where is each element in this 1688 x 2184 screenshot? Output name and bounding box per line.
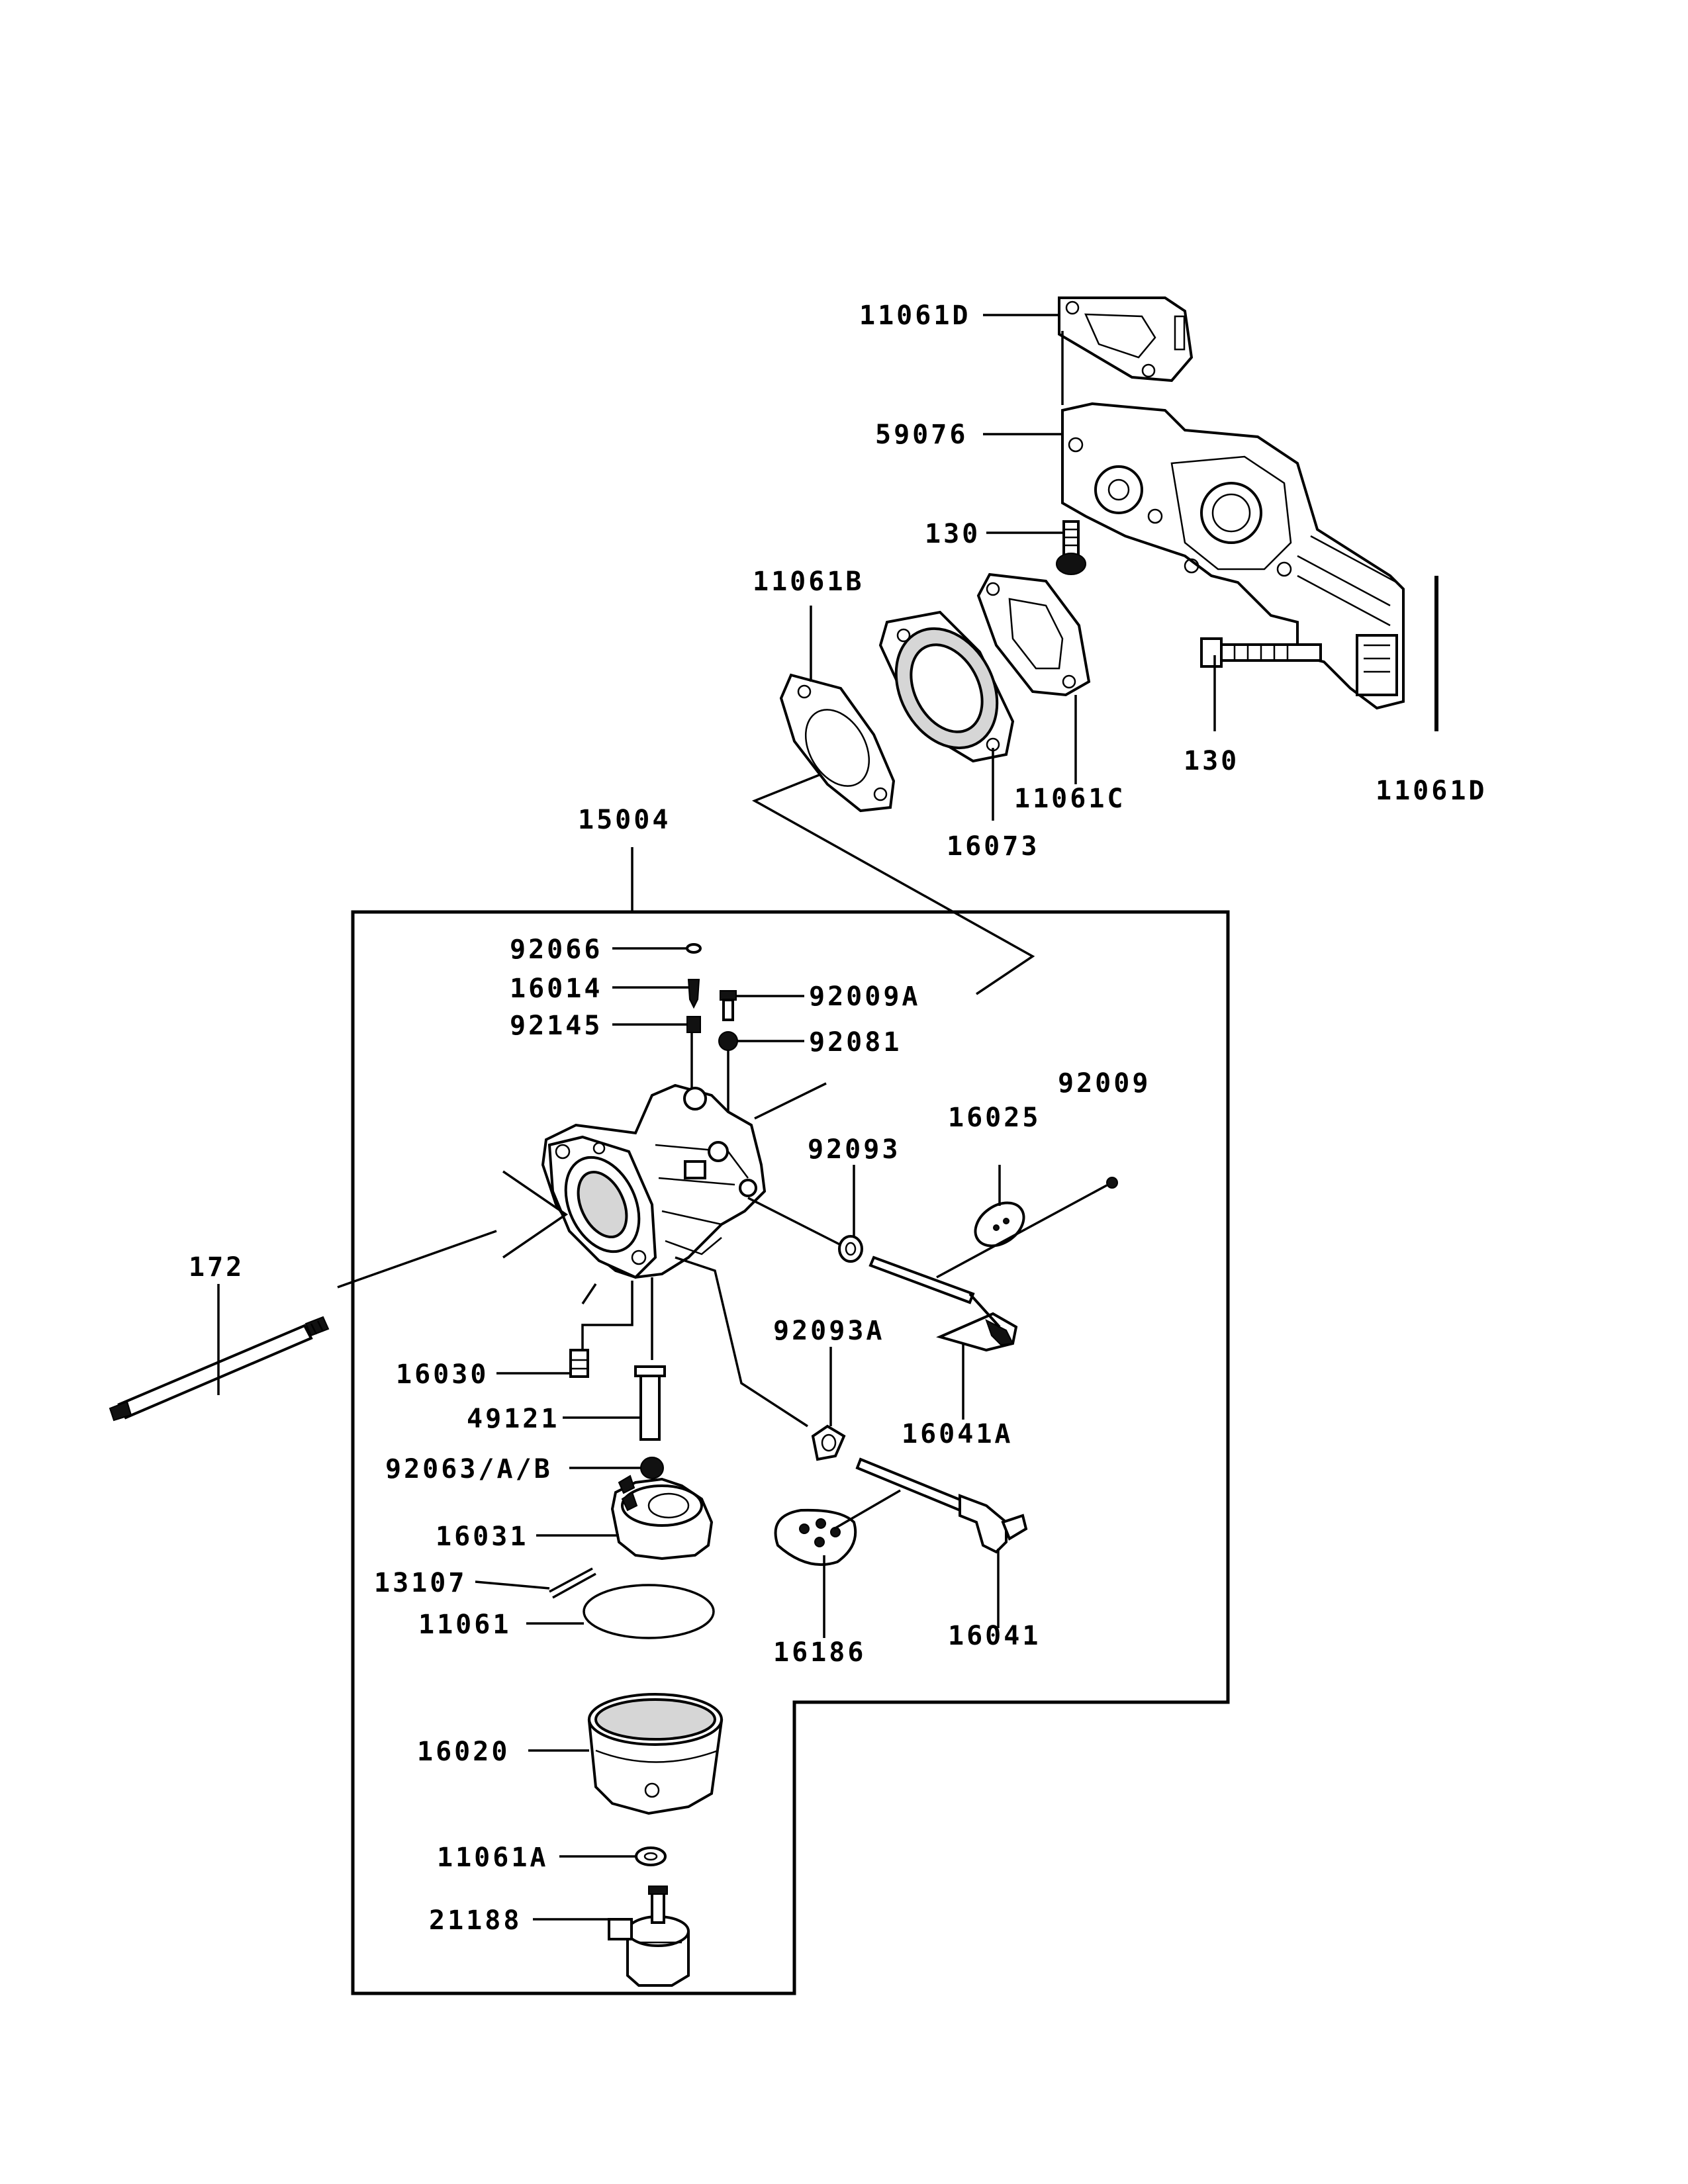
float-16031 bbox=[610, 1475, 714, 1561]
part-labels: 11061D 59076 130 11061B 130 11061C 11061… bbox=[189, 300, 1487, 1936]
label-92093: 92093 bbox=[808, 1134, 900, 1165]
spring-92145 bbox=[686, 1016, 701, 1033]
label-15004: 15004 bbox=[578, 805, 671, 835]
label-16186: 16186 bbox=[773, 1637, 866, 1668]
guide-line-jets-b bbox=[581, 1281, 633, 1350]
leader-lines bbox=[217, 314, 1216, 1921]
screw-92009A bbox=[720, 990, 737, 1021]
stud-172 bbox=[109, 1230, 497, 1422]
label-16014: 16014 bbox=[510, 974, 602, 1004]
label-92009A: 92009A bbox=[809, 981, 921, 1012]
label-11061D-top: 11061D bbox=[859, 300, 971, 331]
carburetor-body bbox=[541, 1083, 767, 1279]
guide-line-body-upper bbox=[754, 1082, 827, 1120]
bolt-130-vertical bbox=[1056, 520, 1086, 575]
label-16041A: 16041A bbox=[902, 1419, 1013, 1449]
label-16031: 16031 bbox=[436, 1522, 528, 1552]
label-13107: 13107 bbox=[374, 1568, 467, 1598]
gasket-11061C bbox=[976, 572, 1091, 697]
jet-16030 bbox=[569, 1349, 589, 1378]
label-11061C: 11061C bbox=[1014, 784, 1126, 814]
intake-manifold-59076 bbox=[1061, 402, 1405, 710]
label-16025: 16025 bbox=[948, 1103, 1041, 1133]
insulator-16073 bbox=[878, 610, 1015, 763]
screw-92009 bbox=[936, 1177, 1118, 1279]
label-92063-A-B: 92063/A/B bbox=[385, 1454, 553, 1484]
label-130-top: 130 bbox=[925, 519, 980, 549]
needle-valve-13107 bbox=[549, 1567, 596, 1599]
label-49121: 49121 bbox=[467, 1404, 559, 1434]
bushing-92093A bbox=[811, 1424, 846, 1461]
gasket-11061 bbox=[583, 1584, 715, 1639]
label-16073: 16073 bbox=[947, 831, 1039, 862]
spring-92081 bbox=[718, 1031, 738, 1051]
guide-line-throttle-shaft bbox=[675, 1256, 808, 1428]
throttle-plate-16186 bbox=[774, 1489, 901, 1567]
needle-16014 bbox=[687, 979, 700, 1009]
o-ring-92066 bbox=[686, 943, 702, 954]
bushing-92093 bbox=[838, 1235, 863, 1263]
jet-92063-A-B bbox=[640, 1457, 664, 1479]
choke-shaft-16041A bbox=[868, 1255, 1018, 1352]
label-92081: 92081 bbox=[809, 1027, 902, 1058]
label-11061D-right: 11061D bbox=[1376, 776, 1487, 806]
choke-plate-16025 bbox=[974, 1201, 1025, 1248]
label-92145: 92145 bbox=[510, 1011, 602, 1041]
label-11061A: 11061A bbox=[437, 1843, 549, 1873]
gasket-11061D-top bbox=[1058, 296, 1194, 383]
label-92066: 92066 bbox=[510, 934, 602, 965]
float-bowl-16020 bbox=[587, 1693, 724, 1815]
label-16020: 16020 bbox=[417, 1737, 510, 1767]
washer-11061A bbox=[635, 1846, 667, 1866]
guide-line-choke-shaft bbox=[747, 1197, 840, 1246]
assembly-15004-frame bbox=[351, 910, 1230, 1995]
gasket-11061B bbox=[779, 673, 896, 813]
label-11061: 11061 bbox=[418, 1610, 511, 1640]
label-130-right: 130 bbox=[1184, 746, 1239, 776]
label-11061B: 11061B bbox=[753, 567, 865, 597]
throttle-shaft-16041 bbox=[855, 1457, 1028, 1554]
label-16030: 16030 bbox=[396, 1359, 489, 1390]
solenoid-21188 bbox=[608, 1886, 690, 1987]
guide-line-body-bolt bbox=[502, 1170, 569, 1259]
guide-line-jets bbox=[581, 1283, 597, 1304]
label-92093A: 92093A bbox=[773, 1316, 885, 1346]
label-92009: 92009 bbox=[1058, 1068, 1150, 1099]
gasket-alignment-line bbox=[751, 773, 1035, 995]
bolt-130-horizontal bbox=[1200, 637, 1322, 668]
pin-49121 bbox=[634, 1365, 666, 1441]
label-172: 172 bbox=[189, 1252, 244, 1283]
label-21188: 21188 bbox=[429, 1905, 522, 1936]
label-59076: 59076 bbox=[875, 420, 968, 450]
label-16041: 16041 bbox=[948, 1621, 1041, 1651]
